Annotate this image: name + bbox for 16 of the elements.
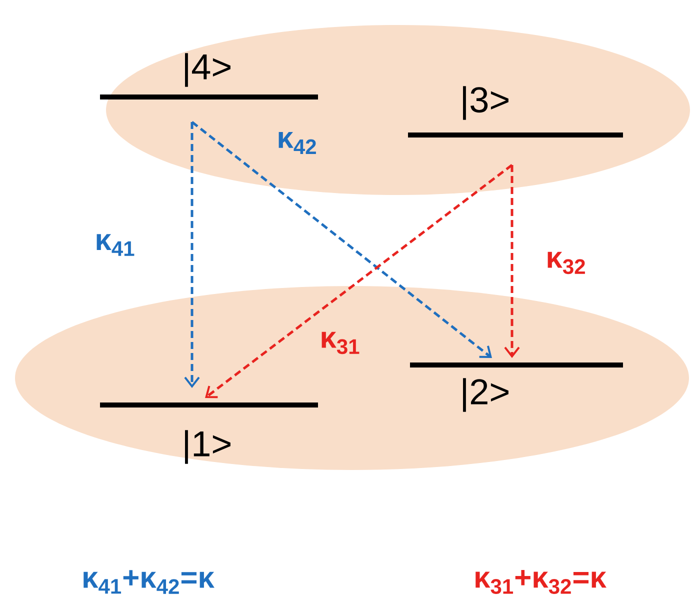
state-label: |4> (185, 53, 230, 87)
arrow (504, 164, 520, 358)
arrow (205, 164, 513, 398)
edge-label: κ$_{32}$ (548, 252, 585, 274)
arrow (191, 121, 492, 358)
arrow (184, 122, 200, 388)
state-label: |2> (463, 378, 508, 412)
equation: κ$_{41}$+κ$_{42}$=κ (84, 570, 214, 594)
ellipse (106, 25, 690, 195)
state-label: |1> (185, 430, 230, 464)
edge-label: κ$_{31}$ (322, 332, 360, 354)
edge-label: κ$_{42}$ (278, 132, 316, 154)
edge-label: κ$_{41}$ (96, 234, 134, 256)
state-label: |3> (463, 86, 508, 120)
ellipse (15, 286, 689, 470)
equation: κ$_{31}$+κ$_{32}$=κ (476, 570, 606, 594)
